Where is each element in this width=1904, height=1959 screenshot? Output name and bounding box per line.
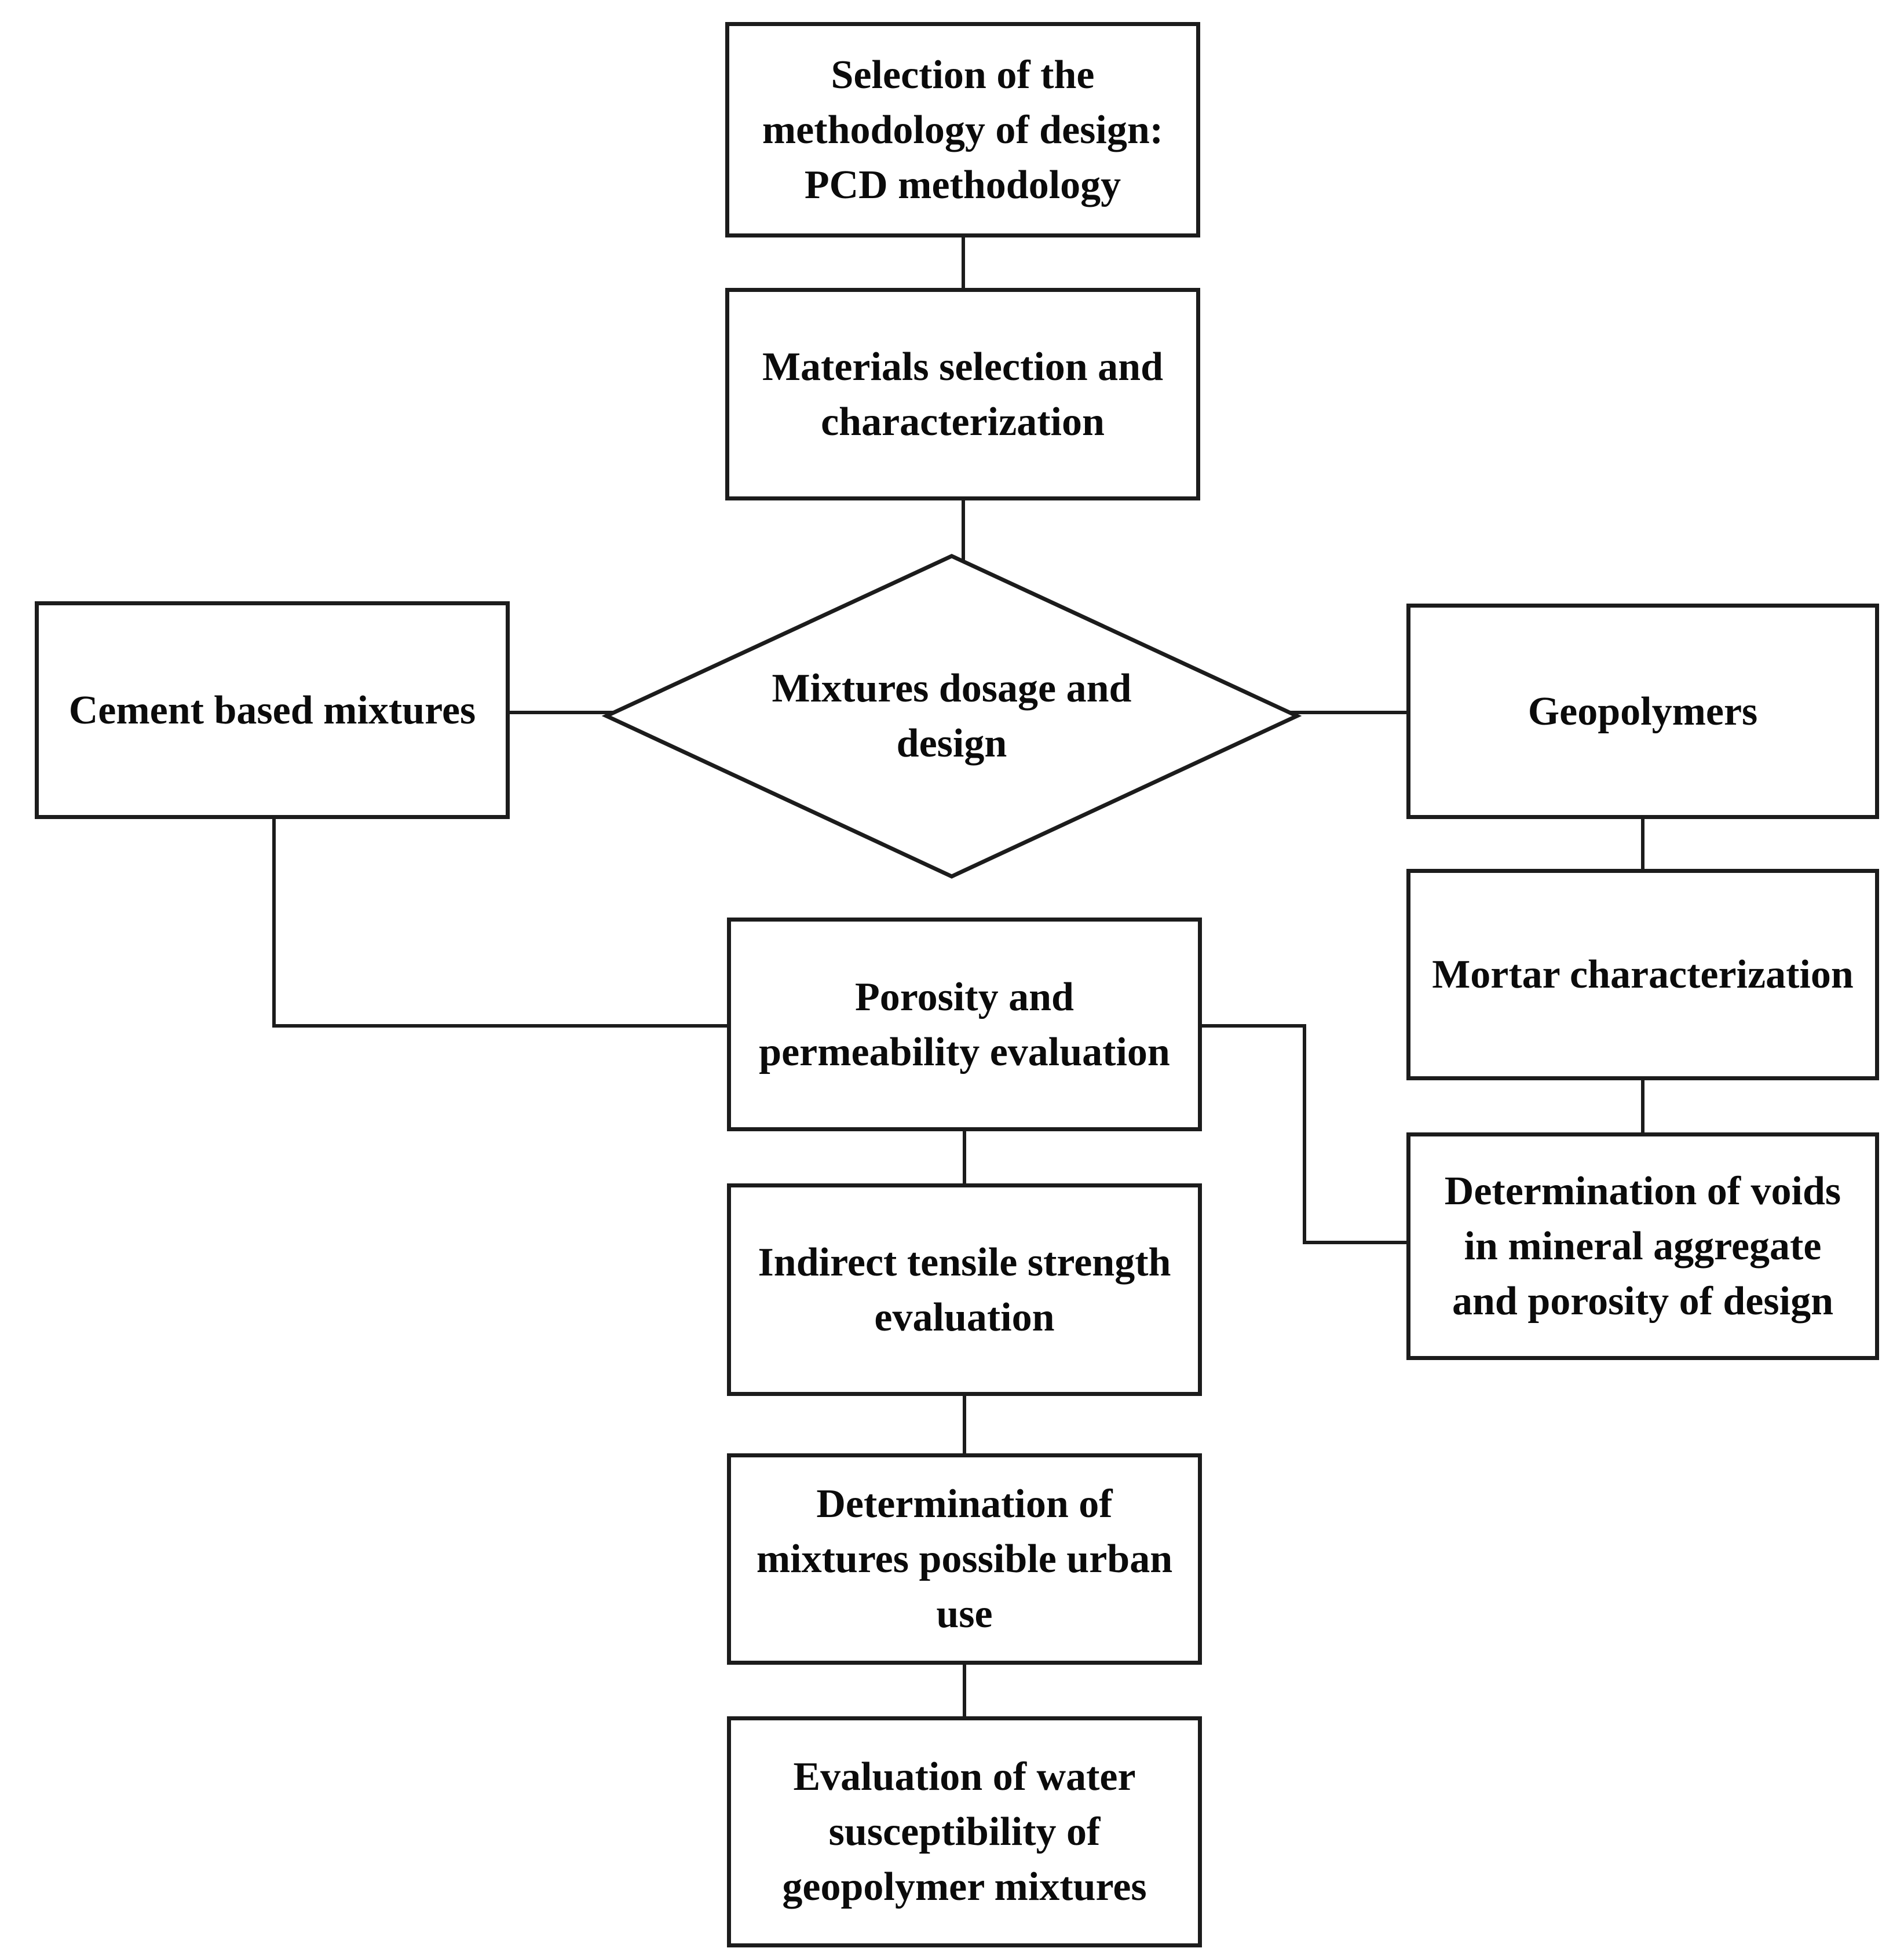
node-water-susceptibility: Evaluation of water susceptibility of ge…	[727, 1716, 1202, 1947]
connector-porosity-to-voids-vertical	[1303, 1024, 1306, 1244]
node-indirect-tensile-strength: Indirect tensile strength evaluation	[727, 1183, 1202, 1396]
node-label: Cement based mixtures	[68, 688, 476, 733]
connector-tensile-to-urban	[963, 1393, 966, 1457]
node-mixtures-urban-use: Determination of mixtures possible urban…	[727, 1453, 1202, 1665]
decision-diamond-shape	[601, 554, 1302, 879]
connector-cement-to-porosity-horizontal	[272, 1024, 730, 1028]
connector-cement-to-porosity-vertical	[272, 817, 276, 1028]
connector-geopolymers-to-mortar	[1641, 817, 1644, 872]
node-label: Selection of the methodology of design: …	[762, 52, 1164, 207]
connector-porosity-to-tensile	[963, 1128, 966, 1186]
node-mixtures-dosage-diamond: Mixtures dosage and design	[662, 629, 1241, 803]
node-geopolymers: Geopolymers	[1406, 604, 1879, 819]
node-label: Geopolymers	[1527, 689, 1758, 734]
node-label: Indirect tensile strength evaluation	[758, 1240, 1171, 1340]
node-label: Determination of mixtures possible urban…	[756, 1482, 1173, 1636]
node-mortar-characterization: Mortar characterization	[1406, 869, 1879, 1080]
node-selection-methodology: Selection of the methodology of design: …	[725, 22, 1200, 237]
connector-porosity-to-voids-horizontal-1	[1199, 1024, 1306, 1028]
node-materials-selection: Materials selection and characterization	[725, 288, 1200, 500]
node-determination-of-voids: Determination of voids in mineral aggreg…	[1406, 1132, 1879, 1360]
connector-dosage-to-geopolymers	[1257, 711, 1408, 714]
connector-dosage-to-cement	[507, 711, 646, 714]
node-label: Porosity and permeability evaluation	[759, 974, 1170, 1074]
node-porosity-permeability: Porosity and permeability evaluation	[727, 918, 1202, 1131]
node-cement-based-mixtures: Cement based mixtures	[35, 601, 510, 819]
node-label: Materials selection and characterization	[762, 344, 1164, 444]
node-label: Mixtures dosage and design	[772, 666, 1132, 766]
connector-urban-to-water	[963, 1662, 966, 1720]
connector-porosity-to-voids-horizontal-2	[1303, 1241, 1410, 1244]
connector-materials-to-dosage	[962, 498, 965, 585]
node-label: Determination of voids in mineral aggreg…	[1444, 1169, 1841, 1324]
node-label: Evaluation of water susceptibility of ge…	[782, 1755, 1147, 1909]
connector-mortar-to-voids	[1641, 1077, 1644, 1135]
node-label: Mortar characterization	[1432, 952, 1854, 997]
connector-selection-to-materials	[962, 235, 965, 290]
